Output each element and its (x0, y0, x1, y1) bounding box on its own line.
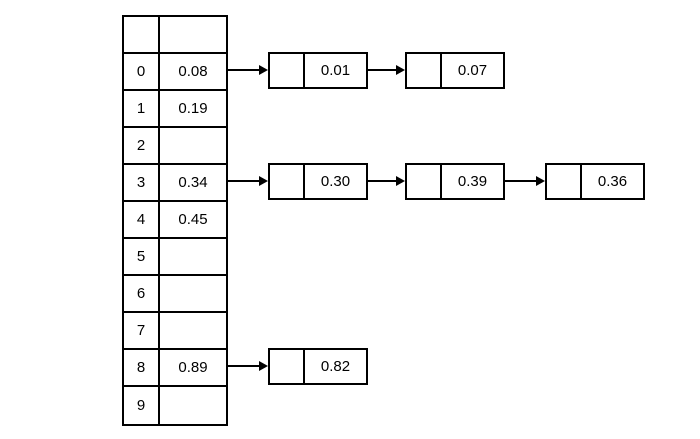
node-pointer-cell (270, 165, 305, 198)
row-2-value (160, 128, 226, 163)
row-3-index: 3 (124, 165, 160, 200)
table-header-row (124, 17, 226, 54)
hash-table: 0 0.08 1 0.19 2 3 0.34 4 0.45 5 6 7 (122, 15, 228, 426)
node-value: 0.07 (457, 62, 488, 79)
list-node-0-0: 0.01 (268, 52, 368, 89)
table-row-9: 9 (124, 387, 226, 424)
node-value: 0.30 (320, 173, 351, 190)
row-1-index: 1 (124, 91, 160, 126)
table-row-6: 6 (124, 276, 226, 313)
list-node-8-0: 0.82 (268, 348, 368, 385)
row-2-index: 2 (124, 128, 160, 163)
arrow-node-to-node (368, 176, 405, 186)
row-3-value: 0.34 (178, 174, 208, 191)
row-7-index: 7 (124, 313, 160, 348)
row-9-index: 9 (124, 387, 160, 424)
row-1-value: 0.19 (178, 100, 208, 117)
row-5-value (160, 239, 226, 274)
table-row-4: 4 0.45 (124, 202, 226, 239)
table-row-2: 2 (124, 128, 226, 165)
list-node-3-0: 0.30 (268, 163, 368, 200)
node-value: 0.01 (320, 62, 351, 79)
row-0-index: 0 (124, 54, 160, 89)
node-value: 0.82 (320, 358, 351, 375)
list-node-0-1: 0.07 (405, 52, 505, 89)
node-pointer-cell (407, 54, 442, 87)
header-index-cell (124, 17, 160, 52)
row-9-value (160, 387, 226, 424)
node-value: 0.36 (597, 173, 628, 190)
list-node-3-1: 0.39 (405, 163, 505, 200)
node-value: 0.39 (457, 173, 488, 190)
row-5-index: 5 (124, 239, 160, 274)
arrow-bucket3-to-node (228, 176, 268, 186)
table-row-1: 1 0.19 (124, 91, 226, 128)
arrow-node-to-node (505, 176, 545, 186)
list-node-3-2: 0.36 (545, 163, 645, 200)
node-pointer-cell (270, 350, 305, 383)
row-4-value: 0.45 (178, 211, 208, 228)
header-value-cell (160, 17, 226, 52)
arrow-bucket8-to-node (228, 361, 268, 371)
table-row-8: 8 0.89 (124, 350, 226, 387)
row-0-value: 0.08 (178, 63, 208, 80)
row-6-index: 6 (124, 276, 160, 311)
node-pointer-cell (270, 54, 305, 87)
table-row-5: 5 (124, 239, 226, 276)
node-pointer-cell (547, 165, 582, 198)
table-row-3: 3 0.34 (124, 165, 226, 202)
table-row-7: 7 (124, 313, 226, 350)
table-row-0: 0 0.08 (124, 54, 226, 91)
row-8-index: 8 (124, 350, 160, 385)
row-6-value (160, 276, 226, 311)
arrow-node-to-node (368, 65, 405, 75)
row-4-index: 4 (124, 202, 160, 237)
row-8-value: 0.89 (178, 359, 208, 376)
node-pointer-cell (407, 165, 442, 198)
row-7-value (160, 313, 226, 348)
arrow-bucket0-to-node (228, 65, 268, 75)
